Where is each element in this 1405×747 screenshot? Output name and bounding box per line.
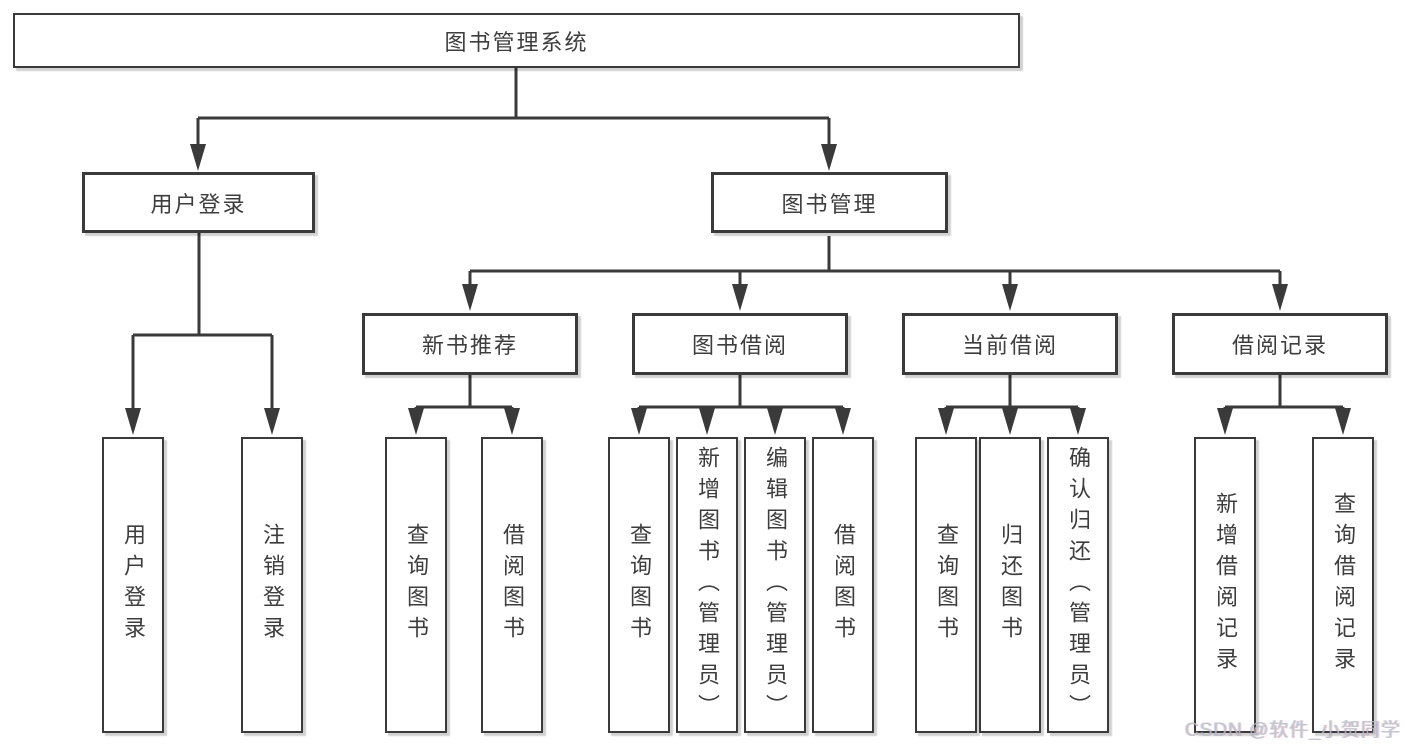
node-leaf-confirm-return-admin: 确认归还（管理员）: [1047, 437, 1109, 733]
leaf-label: 新增图书（管理员）: [695, 445, 720, 725]
arrowhead-icon: [462, 284, 478, 311]
arrowhead-icon: [408, 408, 424, 435]
node-book-borrow: 图书借阅: [632, 313, 848, 375]
leaf-label: 借阅图书: [831, 523, 856, 647]
connector-root-to-level2: [196, 68, 831, 146]
arrowhead-icon: [125, 408, 141, 435]
node-leaf-borrow-books: 借阅图书: [812, 437, 874, 733]
arrowhead-icon: [1070, 408, 1086, 435]
connector-user-login-to-leaves: [131, 233, 274, 410]
connector-records-to-leaves: [1223, 375, 1345, 411]
node-borrow-records: 借阅记录: [1172, 313, 1388, 375]
arrowhead-icon: [699, 408, 715, 435]
node-leaf-borrow-books-recommend: 借阅图书: [481, 437, 543, 733]
leaf-label: 新增借阅记录: [1213, 492, 1238, 678]
arrowheads: [125, 144, 1351, 435]
arrowhead-icon: [835, 408, 851, 435]
arrowhead-icon: [938, 408, 954, 435]
leaf-label: 注销登录: [260, 523, 285, 647]
node-leaf-edit-book-admin: 编辑图书（管理员）: [744, 437, 806, 733]
arrowhead-icon: [264, 408, 280, 435]
node-book-management: 图书管理: [711, 172, 948, 233]
leaf-label: 编辑图书（管理员）: [763, 445, 788, 725]
node-leaf-return-book: 归还图书: [979, 437, 1041, 733]
node-leaf-user-login: 用户登录: [102, 437, 164, 733]
node-leaf-query-borrow-record: 查询借阅记录: [1312, 437, 1374, 733]
connector-book-borrow-to-leaves: [637, 375, 845, 411]
leaf-label: 归还图书: [998, 523, 1023, 647]
csdn-watermark: CSDN @软件_小贺同学: [1185, 720, 1401, 741]
arrowhead-icon: [1217, 408, 1233, 435]
arrowhead-icon: [190, 144, 206, 171]
node-current-borrow: 当前借阅: [902, 313, 1118, 375]
node-leaf-query-books-borrow: 查询图书: [608, 437, 670, 733]
arrowhead-icon: [504, 408, 520, 435]
node-new-book-recommend: 新书推荐: [362, 313, 578, 375]
arrowhead-icon: [767, 408, 783, 435]
connector-book-management-to-level3: [468, 236, 1282, 286]
arrowhead-icon: [1002, 408, 1018, 435]
leaf-label: 确认归还（管理员）: [1066, 445, 1091, 725]
leaf-label: 查询借阅记录: [1331, 492, 1356, 678]
node-leaf-query-books-current: 查询图书: [915, 437, 977, 733]
leaf-label: 借阅图书: [500, 523, 525, 647]
connector-current-borrow-to-leaves: [944, 375, 1080, 411]
node-library-system: 图书管理系统: [13, 13, 1020, 68]
leaf-label: 查询图书: [404, 523, 429, 647]
node-leaf-query-books-recommend: 查询图书: [385, 437, 447, 733]
node-user-login: 用户登录: [82, 172, 315, 233]
node-leaf-add-book-admin: 新增图书（管理员）: [676, 437, 738, 733]
leaf-label: 查询图书: [627, 523, 652, 647]
arrowhead-icon: [732, 284, 748, 311]
node-leaf-add-borrow-record: 新增借阅记录: [1194, 437, 1256, 733]
arrowhead-icon: [1272, 284, 1288, 311]
leaf-label: 查询图书: [934, 523, 959, 647]
arrowhead-icon: [631, 408, 647, 435]
arrowhead-icon: [821, 144, 837, 171]
connector-new-book-to-leaves: [414, 375, 514, 411]
arrowhead-icon: [1002, 284, 1018, 311]
arrowhead-icon: [1335, 408, 1351, 435]
leaf-label: 用户登录: [121, 523, 146, 647]
node-leaf-logout: 注销登录: [241, 437, 303, 733]
